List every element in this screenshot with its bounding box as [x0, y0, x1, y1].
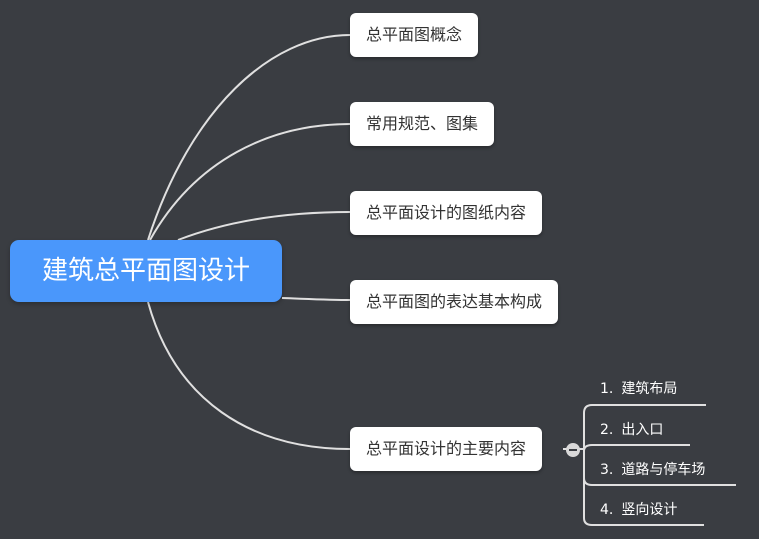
subtopic-label: 道路与停车场 [621, 462, 706, 478]
subtopic-number: 2. [600, 422, 614, 438]
connector-topic-1 [147, 34, 351, 241]
connector-sub-2 [583, 444, 690, 452]
connector-topic-2 [149, 123, 351, 241]
subtopic-vertical-design[interactable]: 4. 竖向设计 [600, 501, 677, 519]
subtopic-number: 3. [600, 462, 614, 478]
subtopic-label: 竖向设计 [621, 502, 678, 518]
subtopic-label: 出入口 [621, 422, 664, 438]
topic-drawing-content[interactable]: 总平面设计的图纸内容 [350, 191, 543, 235]
connector-topic-3 [177, 211, 351, 241]
subtopic-label: 建筑布局 [621, 381, 678, 397]
subtopic-entrances[interactable]: 2. 出入口 [600, 421, 663, 439]
collapse-toggle-icon[interactable] [566, 443, 580, 457]
connector-topic-5 [147, 301, 351, 450]
subtopic-building-layout[interactable]: 1. 建筑布局 [600, 380, 677, 398]
topic-standards[interactable]: 常用规范、图集 [350, 102, 495, 146]
topic-main-content[interactable]: 总平面设计的主要内容 [350, 427, 543, 471]
connector-sub-4 [583, 449, 704, 526]
subtopic-roads-parking[interactable]: 3. 道路与停车场 [600, 461, 705, 479]
topic-expression-composition[interactable]: 总平面图的表达基本构成 [350, 280, 559, 324]
root-topic[interactable]: 建筑总平面图设计 [10, 240, 282, 302]
connector-sub-1 [583, 404, 706, 449]
topic-concept[interactable]: 总平面图概念 [350, 13, 479, 57]
subtopic-number: 1. [600, 381, 614, 397]
subtopic-number: 4. [600, 502, 614, 518]
connector-topic-4 [281, 297, 351, 301]
